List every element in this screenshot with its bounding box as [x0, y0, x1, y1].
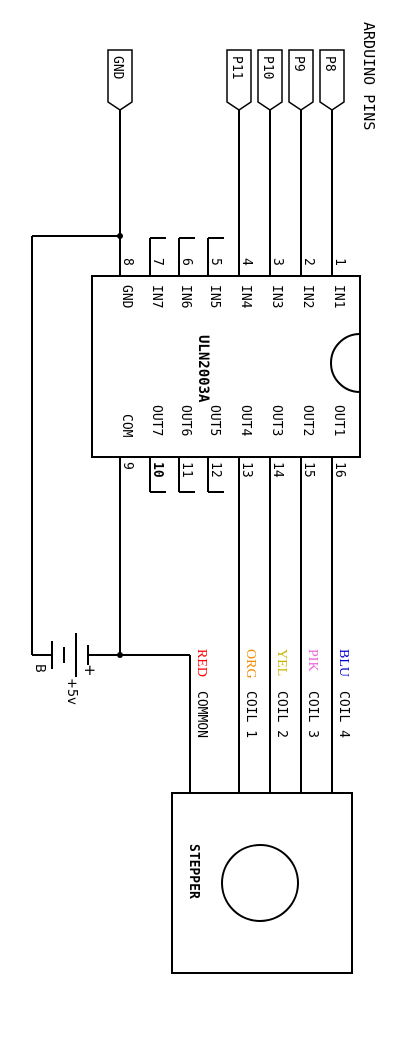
pin-label-gnd: GND [119, 285, 134, 309]
input-wires [32, 110, 333, 276]
coil1-name-label: COIL 1 [243, 691, 258, 738]
pin-label-out5: OUT5 [207, 405, 222, 436]
pin-number-2: 2 [301, 258, 316, 266]
battery-voltage: +5v [64, 678, 79, 705]
arduino-pin-tags: P8 P9 P10 P11 [226, 49, 345, 111]
pin-number-15: 15 [301, 462, 316, 478]
pin-number-11: 11 [179, 462, 194, 478]
pin-label-in4: IN4 [238, 285, 253, 309]
pin-number-8: 8 [120, 258, 135, 266]
pin-number-9: 9 [120, 462, 135, 470]
pin-number-1: 1 [332, 258, 347, 266]
coil4-color-label: BLU [336, 649, 351, 677]
pin-label-out1: OUT1 [331, 405, 346, 436]
arduino-pins-title: ARDUINO PINS [360, 22, 378, 130]
pin-number-10: 10 [150, 462, 165, 478]
coil-wires [96, 457, 333, 793]
pin-label-out7: OUT7 [149, 405, 164, 436]
pin-tag-label: P9 [291, 56, 306, 72]
battery-minus-label: B [32, 664, 47, 673]
chip-name: ULN2003A [195, 335, 211, 403]
coil3-name-label: COIL 3 [305, 691, 320, 738]
pin-label-out3: OUT3 [269, 405, 284, 436]
pin-label-out4: OUT4 [238, 405, 253, 436]
pin-number-16: 16 [332, 462, 347, 478]
battery-plus-sign: + [81, 664, 99, 677]
pin-tag-p9: P9 [288, 49, 314, 111]
stepper-label: STEPPER [186, 844, 201, 899]
pin-label-in2: IN2 [300, 285, 315, 308]
stepper-motor: STEPPER [171, 792, 353, 974]
pin-label-out2: OUT2 [300, 405, 315, 436]
pin-label-in3: IN3 [269, 285, 284, 308]
common-color-label: RED [194, 649, 209, 677]
pin-number-3: 3 [270, 258, 285, 266]
pin-tag-label: P8 [322, 56, 337, 72]
pin-label-in7: IN7 [149, 285, 164, 308]
pin-label-in5: IN5 [207, 285, 222, 308]
pin-number-13: 13 [239, 462, 254, 478]
coil4-name-label: COIL 4 [336, 691, 351, 738]
pin-number-5: 5 [208, 258, 223, 266]
pin-tag-label: P10 [260, 56, 275, 79]
pin-number-7: 7 [150, 258, 165, 266]
pin-tag-p10: P10 [257, 49, 283, 111]
pin-number-4: 4 [239, 258, 254, 266]
pin-number-6: 6 [179, 258, 194, 266]
pin-number-12: 12 [208, 462, 223, 478]
uln2003a-chip: ULN2003A 1 2 3 4 5 6 7 8 IN1 IN2 IN3 IN4… [91, 258, 361, 478]
pin-label-out6: OUT6 [178, 405, 193, 436]
common-name-label: COMMON [194, 691, 209, 738]
pin-label-in6: IN6 [178, 285, 193, 308]
pin-tag-p8: P8 [319, 49, 345, 111]
coil2-color-label: YEL [274, 649, 289, 676]
pin-tag-p11: P11 [226, 49, 252, 111]
coil2-name-label: COIL 2 [274, 691, 289, 738]
pin-label-in1: IN1 [331, 285, 346, 308]
pin-tag-label: P11 [229, 56, 244, 79]
gnd-tag: GND [107, 49, 133, 111]
output-stubs [149, 457, 224, 493]
pin-number-14: 14 [270, 462, 285, 478]
coil3-color-label: PIK [305, 649, 320, 672]
gnd-tag-label: GND [110, 56, 125, 80]
coil-labels: BLU COIL 4 PIK COIL 3 YEL COIL 2 ORG COI… [194, 649, 351, 738]
pin-label-com: COM [119, 414, 134, 438]
battery-5v: + B +5v [31, 236, 99, 705]
coil1-color-label: ORG [243, 649, 258, 679]
